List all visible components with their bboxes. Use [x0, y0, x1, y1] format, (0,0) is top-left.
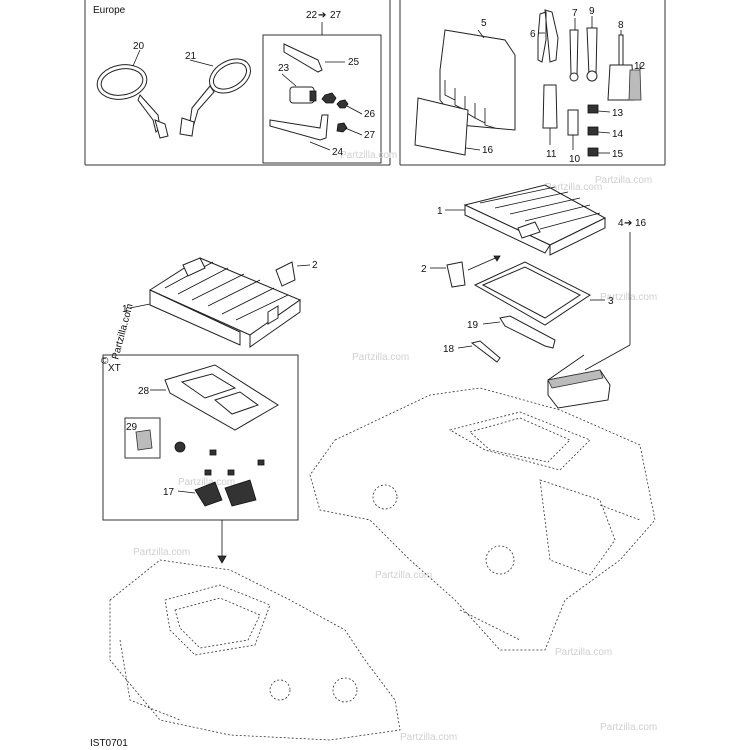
callout-4-16-arrow: ➔	[624, 218, 632, 229]
callout-15: 15	[612, 149, 624, 160]
svg-text:Partzilla.com: Partzilla.com	[600, 292, 657, 303]
part-6-pliers	[537, 9, 559, 63]
part-18-latch	[470, 340, 501, 363]
part-12-bit	[628, 69, 642, 101]
part-1-rack-right	[463, 184, 607, 256]
callout-28: 28	[138, 386, 150, 397]
callout-13: 13	[612, 108, 624, 119]
part-2-bracket-right	[446, 261, 466, 288]
part-19-rail	[499, 315, 556, 349]
callout-4-16: 4	[618, 218, 624, 229]
callout-27: 27	[364, 130, 376, 141]
svg-text:Partzilla.com: Partzilla.com	[340, 150, 397, 161]
part-10-spark-tool	[567, 109, 579, 136]
callout-20: 20	[133, 41, 145, 52]
callout-5: 5	[481, 18, 487, 29]
part-9-wrench	[586, 27, 598, 76]
watermarks: Partzilla.com Partzilla.com Partzilla.co…	[133, 150, 657, 743]
callout-6: 6	[530, 29, 536, 40]
svg-text:Partzilla.com: Partzilla.com	[555, 647, 612, 658]
callout-24: 24	[332, 147, 344, 158]
part-16-manual	[414, 97, 469, 156]
doc-code: IST0701	[90, 738, 128, 749]
svg-text:Partzilla.com: Partzilla.com	[400, 732, 457, 743]
callout-12: 12	[634, 61, 646, 72]
part-27-nut	[336, 122, 348, 133]
callout-3: 3	[608, 296, 614, 307]
xt-hardware	[204, 449, 265, 476]
callout-14: 14	[612, 129, 624, 140]
copyright-symbol: ©	[101, 356, 109, 367]
mirror-right	[179, 58, 251, 137]
mirror-left	[96, 64, 169, 139]
part-2-bracket-left	[275, 261, 296, 287]
panel-borders	[84, 0, 666, 521]
callout-18: 18	[443, 344, 455, 355]
callout-23: 23	[278, 63, 290, 74]
callout-29: 29	[126, 422, 138, 433]
part-14-clip	[587, 126, 599, 136]
callout-26: 26	[364, 109, 376, 120]
part-26-nut	[321, 92, 349, 109]
part-4-tool-kit	[547, 369, 611, 409]
rear-fender-right	[309, 387, 656, 651]
part-1-rack-left	[148, 257, 302, 348]
callout-2-right: 2	[421, 264, 427, 275]
xt-label: XT	[108, 363, 121, 374]
callout-16-top: 16	[482, 145, 494, 156]
callout-22-27: 22	[306, 10, 318, 21]
svg-text:Partzilla.com: Partzilla.com	[545, 182, 602, 193]
part-11-socket-wrench	[542, 84, 558, 129]
part-17-harness	[194, 479, 257, 507]
part-8-screwdriver	[618, 34, 624, 66]
callout-4-16-end: 16	[635, 218, 647, 229]
part-29-box	[124, 417, 161, 459]
svg-text:Partzilla.com: Partzilla.com	[600, 722, 657, 733]
part-24-bracket	[269, 114, 329, 141]
part-15-clip	[587, 147, 599, 157]
callout-9: 9	[589, 6, 595, 17]
part-13-clip	[587, 104, 599, 114]
callout-19: 19	[467, 320, 479, 331]
svg-text:Partzilla.com: Partzilla.com	[178, 477, 235, 488]
callout-2-left: 2	[312, 260, 318, 271]
svg-text:Partzilla.com: Partzilla.com	[595, 175, 652, 186]
callout-11: 11	[546, 149, 557, 160]
callout-17: 17	[163, 487, 175, 498]
svg-text:Partzilla.com: Partzilla.com	[375, 570, 432, 581]
svg-text:Partzilla.com: Partzilla.com	[352, 352, 409, 363]
callout-10: 10	[569, 154, 581, 165]
callout-25: 25	[348, 57, 360, 68]
part-7-wrench	[569, 29, 579, 76]
callout-8: 8	[618, 20, 624, 31]
svg-text:Partzilla.com: Partzilla.com	[133, 547, 190, 558]
callout-1-left: 1	[122, 304, 128, 315]
region-label: Europe	[93, 5, 126, 16]
callout-1-right: 1	[437, 206, 443, 217]
rear-fender-left	[109, 559, 401, 741]
xt-box	[102, 354, 299, 521]
callout-22-27-arrow: ➔	[318, 10, 326, 21]
callout-22-27-end: 27	[330, 10, 342, 21]
part-5-tool-bag	[439, 29, 516, 131]
part-25-strap	[283, 43, 323, 73]
callout-7: 7	[572, 8, 578, 19]
callout-21: 21	[185, 51, 197, 62]
